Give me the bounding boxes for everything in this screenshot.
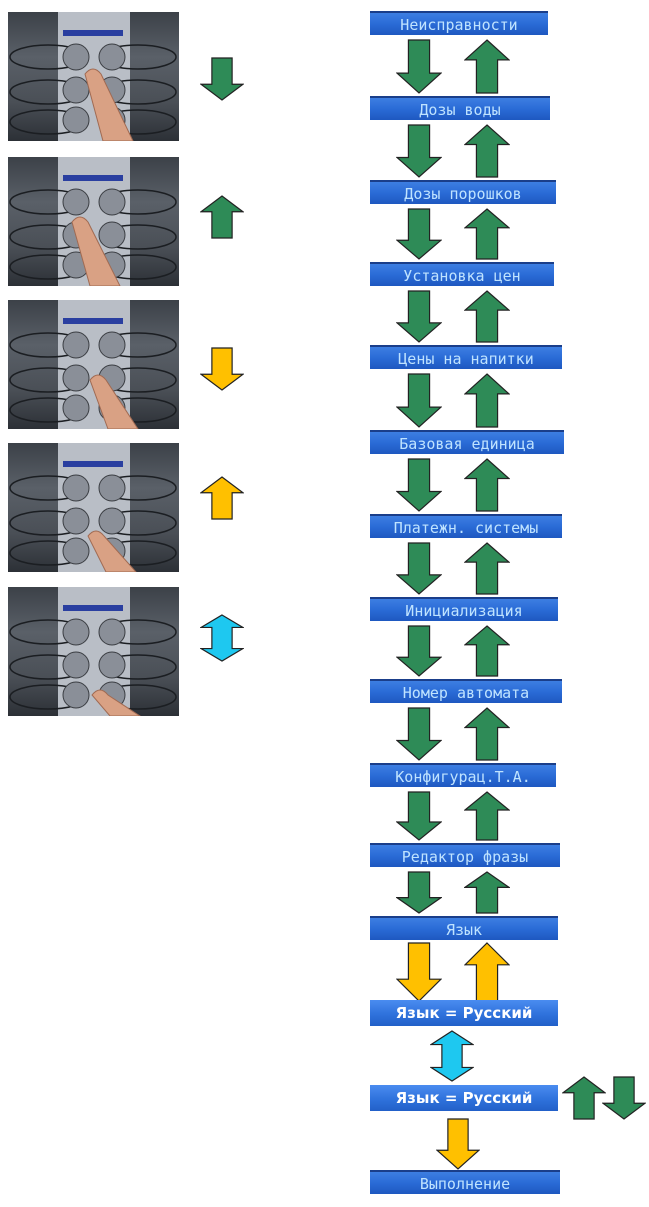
up-arrow-icon: [464, 871, 510, 914]
control-panel-illustration: [9, 587, 177, 716]
down-arrow-icon: [200, 57, 244, 101]
updown-arrow-icon: [430, 1030, 474, 1082]
menu-item-bar: Редактор фразы: [370, 843, 560, 867]
down-arrow-icon: [396, 208, 442, 260]
down-arrow-icon: [396, 542, 442, 595]
language-setting-bar: Язык = Русский: [370, 1000, 558, 1026]
control-panel-illustration: [9, 12, 177, 141]
up-arrow-icon: [464, 124, 510, 178]
up-arrow-icon: [562, 1076, 606, 1120]
up-arrow-icon: [464, 791, 510, 841]
photo-press-select-button: [8, 587, 179, 716]
photo-press-down-button: [8, 12, 179, 141]
up-arrow-icon: [464, 542, 510, 595]
language-setting-bar: Язык = Русский: [370, 1085, 558, 1111]
up-arrow-icon: [464, 707, 510, 761]
up-arrow-icon: [464, 290, 510, 343]
down-arrow-icon: [436, 1118, 480, 1170]
menu-item-bar: Конфигурац.Т.А.: [370, 763, 556, 787]
menu-item-bar: Платежн. системы: [370, 514, 562, 538]
control-panel-illustration: [9, 157, 177, 286]
up-arrow-icon: [464, 625, 510, 677]
control-panel-illustration: [9, 300, 177, 429]
down-arrow-icon: [396, 871, 442, 914]
down-arrow-icon: [396, 942, 442, 1002]
finger-shape: [91, 689, 141, 716]
down-arrow-icon: [602, 1076, 646, 1120]
photo-press-enter-button: [8, 300, 179, 429]
menu-item-bar: Номер автомата: [370, 679, 562, 703]
down-arrow-icon: [396, 625, 442, 677]
control-panel-illustration: [9, 443, 177, 572]
up-arrow-icon: [464, 373, 510, 428]
up-arrow-icon: [464, 39, 510, 94]
menu-item-bar: Инициализация: [370, 597, 558, 621]
menu-item-bar: Дозы порошков: [370, 180, 556, 204]
photo-press-up-button: [8, 157, 179, 286]
down-arrow-icon: [396, 290, 442, 343]
updown-arrow-icon: [200, 614, 244, 662]
down-arrow-icon: [396, 791, 442, 841]
up-arrow-icon: [200, 195, 244, 239]
up-arrow-icon: [464, 208, 510, 260]
finger-shape: [71, 216, 121, 286]
menu-item-bar: Установка цен: [370, 262, 554, 286]
down-arrow-icon: [396, 373, 442, 428]
finger-shape: [84, 68, 134, 141]
photo-press-escape-button: [8, 443, 179, 572]
menu-item-bar: Базовая единица: [370, 430, 564, 454]
menu-item-bar: Цены на напитки: [370, 345, 562, 369]
down-arrow-icon: [396, 458, 442, 512]
up-arrow-icon: [464, 458, 510, 512]
result-bar: Выполнение: [370, 1170, 560, 1194]
menu-item-bar: Неисправности: [370, 11, 548, 35]
finger-shape: [87, 530, 137, 572]
down-arrow-icon: [396, 124, 442, 178]
down-arrow-icon: [396, 39, 442, 94]
menu-item-bar: Дозы воды: [370, 96, 550, 120]
down-arrow-icon: [200, 347, 244, 391]
finger-shape: [89, 374, 139, 429]
up-arrow-icon: [200, 476, 244, 520]
menu-item-bar: Язык: [370, 916, 558, 940]
up-arrow-icon: [464, 942, 510, 1002]
down-arrow-icon: [396, 707, 442, 761]
